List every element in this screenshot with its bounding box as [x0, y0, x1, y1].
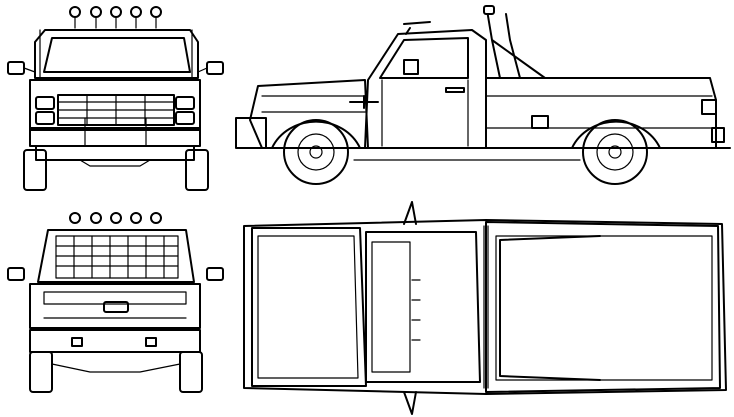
side-mirror	[403, 59, 419, 75]
front-roof-lights	[69, 6, 162, 29]
rear-right-bumper-light	[145, 337, 157, 347]
side-door-handle	[445, 87, 465, 93]
rear-window-mesh	[55, 235, 179, 279]
front-windshield	[43, 37, 191, 73]
top-roll-bar	[499, 235, 601, 381]
front-body	[29, 79, 201, 131]
front-left-headlight-upper	[35, 96, 55, 110]
top-body-outline	[243, 219, 727, 395]
rear-bumper	[29, 329, 201, 353]
rear-right-wheel	[179, 351, 203, 393]
rear-cab	[37, 229, 195, 283]
front-left-headlight-lower	[35, 111, 55, 125]
rear-view	[7, 212, 224, 393]
rear-tailgate-handle	[103, 301, 129, 313]
top-roof-lights	[411, 279, 421, 341]
side-rear-wheel	[582, 119, 648, 185]
top-windshield	[371, 241, 411, 373]
top-hood	[251, 227, 367, 387]
front-view	[7, 6, 224, 191]
rear-left-wheel	[29, 351, 53, 393]
side-tail-light	[701, 99, 717, 115]
side-front-bumper	[235, 117, 267, 149]
side-emblem	[349, 95, 379, 109]
top-bed	[485, 221, 721, 393]
front-left-wheel	[23, 149, 47, 191]
front-right-headlight-upper	[175, 96, 195, 110]
side-rear-bumper	[711, 127, 725, 143]
front-cab-outline	[34, 29, 199, 79]
side-fuel-door	[531, 115, 549, 129]
front-right-mirror	[206, 61, 224, 75]
rear-roof-lights	[69, 212, 162, 224]
top-view	[243, 201, 727, 415]
side-view	[235, 5, 731, 185]
side-bed	[485, 77, 717, 149]
side-hood	[249, 79, 369, 149]
front-right-headlight-lower	[175, 111, 195, 125]
rear-right-mirror	[206, 267, 224, 281]
top-right-mirror	[403, 391, 417, 415]
side-window	[379, 37, 469, 79]
top-left-mirror	[403, 201, 417, 225]
rear-left-bumper-light	[71, 337, 83, 347]
side-front-wheel	[283, 119, 349, 185]
side-roll-bar	[486, 9, 546, 79]
front-right-wheel	[185, 149, 209, 191]
front-left-mirror	[7, 61, 25, 75]
rear-tailgate	[29, 283, 201, 329]
top-cab-roof	[365, 231, 481, 383]
rear-left-mirror	[7, 267, 25, 281]
